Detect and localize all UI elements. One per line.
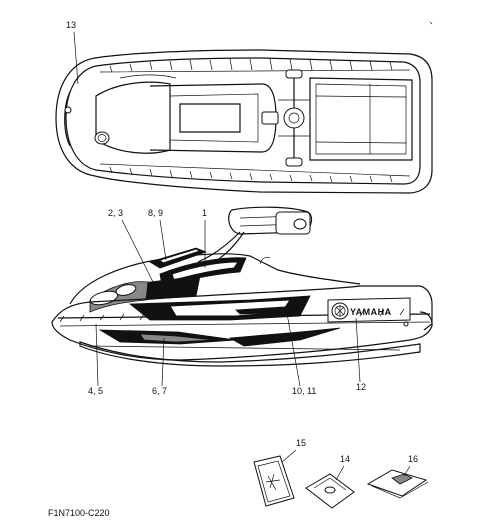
callout-15: 15 (296, 438, 306, 448)
diagram-code: F1N7100-C220 (48, 508, 110, 518)
callout-16: 16 (408, 454, 418, 464)
side-view-hull: YAMAHA (51, 206, 433, 367)
leader-8-9 (159, 219, 167, 261)
callout-13: 13 (66, 20, 76, 30)
leader-14 (335, 465, 345, 481)
leader-12 (355, 317, 361, 383)
yamaha-badge: YAMAHA (327, 297, 411, 323)
part-16-strap (366, 469, 429, 499)
callout-14: 14 (340, 454, 350, 464)
part-14-pouch (305, 473, 355, 509)
callout-6-7: 6, 7 (152, 386, 167, 396)
leader-10-11 (285, 307, 301, 387)
callout-4-5: 4, 5 (88, 386, 103, 396)
corner-mark (429, 21, 433, 25)
part-15-manual (253, 455, 295, 507)
callout-12: 12 (356, 382, 366, 392)
brand-text: YAMAHA (350, 307, 392, 317)
leader-13 (73, 31, 79, 85)
callout-1: 1 (202, 208, 207, 218)
handlebar-top (261, 69, 310, 167)
leader-16 (403, 465, 411, 477)
callout-8-9: 8, 9 (148, 208, 163, 218)
callout-10-11: 10, 11 (292, 386, 316, 396)
leader-2-3 (121, 219, 159, 293)
leader-15 (281, 449, 297, 463)
top-view-hull (55, 49, 433, 194)
leader-4-5 (95, 323, 99, 387)
leader-6-7 (161, 337, 165, 387)
callout-2-3: 2, 3 (108, 208, 123, 218)
